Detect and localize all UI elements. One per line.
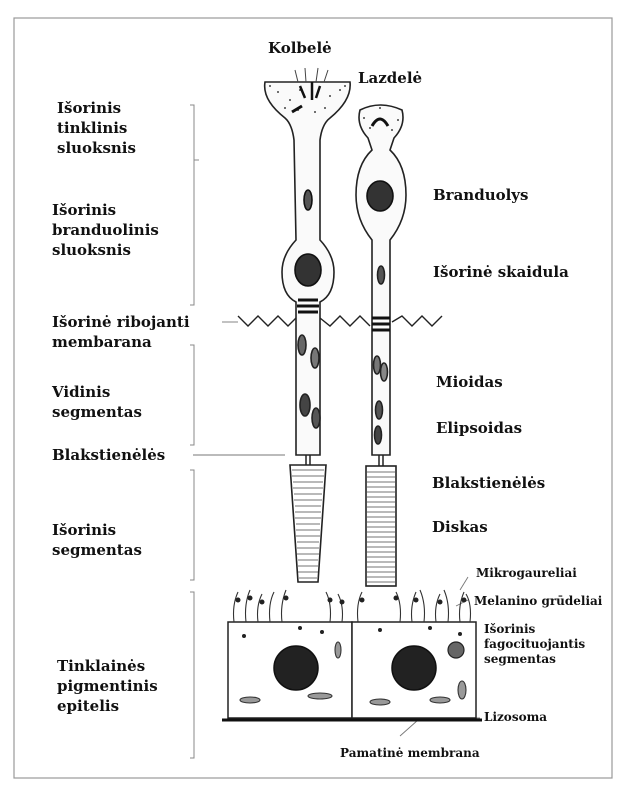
label-line: Išorinė ribojanti (52, 312, 190, 332)
label-line: Išorinis (52, 200, 159, 220)
label-lysosome: Lizosoma (484, 710, 547, 725)
phagosome (448, 642, 464, 658)
label-outer-limiting-membrane: Išorinė ribojanti membarana (52, 312, 190, 352)
microvilli (234, 590, 471, 622)
label-inner-segment: Vidinis segmentas (52, 382, 142, 422)
label-outer-segment: Išorinis segmentas (52, 520, 142, 560)
label-nucleus: Branduolys (433, 185, 528, 205)
label-line: fagocituojantis (484, 637, 585, 652)
label-line: segmentas (52, 540, 142, 560)
label-line: epitelis (57, 696, 158, 716)
label-line: membarana (52, 332, 190, 352)
label-kolbele: Kolbelė (268, 38, 332, 58)
label-melanin-granules: Melanino grūdeliai (474, 594, 602, 609)
label-disc: Diskas (432, 517, 488, 537)
label-phagocytic-segment: Išorinis fagocituojantis segmentas (484, 622, 585, 667)
label-line: sluoksnis (52, 240, 159, 260)
label-line: Išorinis (484, 622, 585, 637)
label-basement-membrane: Pamatinė membrana (340, 746, 480, 761)
label-line: Išorinis (52, 520, 142, 540)
label-outer-plexiform-layer: Išorinis tinklinis sluoksnis (57, 98, 136, 158)
label-line: Vidinis (52, 382, 142, 402)
cone-cell (265, 68, 351, 582)
label-rpe: Tinklainės pigmentinis epitelis (57, 656, 158, 716)
label-lazdele: Lazdelė (358, 68, 422, 88)
label-line: branduolinis (52, 220, 159, 240)
label-ellipsoid: Elipsoidas (436, 418, 522, 438)
label-line: segmentas (484, 652, 585, 667)
label-outer-nuclear-layer: Išorinis branduolinis sluoksnis (52, 200, 159, 260)
label-line: tinklinis (57, 118, 136, 138)
label-line: segmentas (52, 402, 142, 422)
label-microvilli: Mikrogaureliai (476, 566, 577, 581)
rpe-layer (222, 622, 482, 720)
label-line: Tinklainės (57, 656, 158, 676)
label-cilia-left: Blakstienėlės (52, 445, 165, 465)
layer-brackets (190, 105, 199, 758)
label-line: Išorinis (57, 98, 136, 118)
label-outer-fiber: Išorinė skaidula (433, 262, 569, 282)
label-line: pigmentinis (57, 676, 158, 696)
label-myoid: Mioidas (436, 372, 503, 392)
olm-zigzag (238, 316, 442, 326)
label-cilia-right: Blakstienėlės (432, 473, 545, 493)
label-line: sluoksnis (57, 138, 136, 158)
rod-cell (356, 105, 406, 586)
